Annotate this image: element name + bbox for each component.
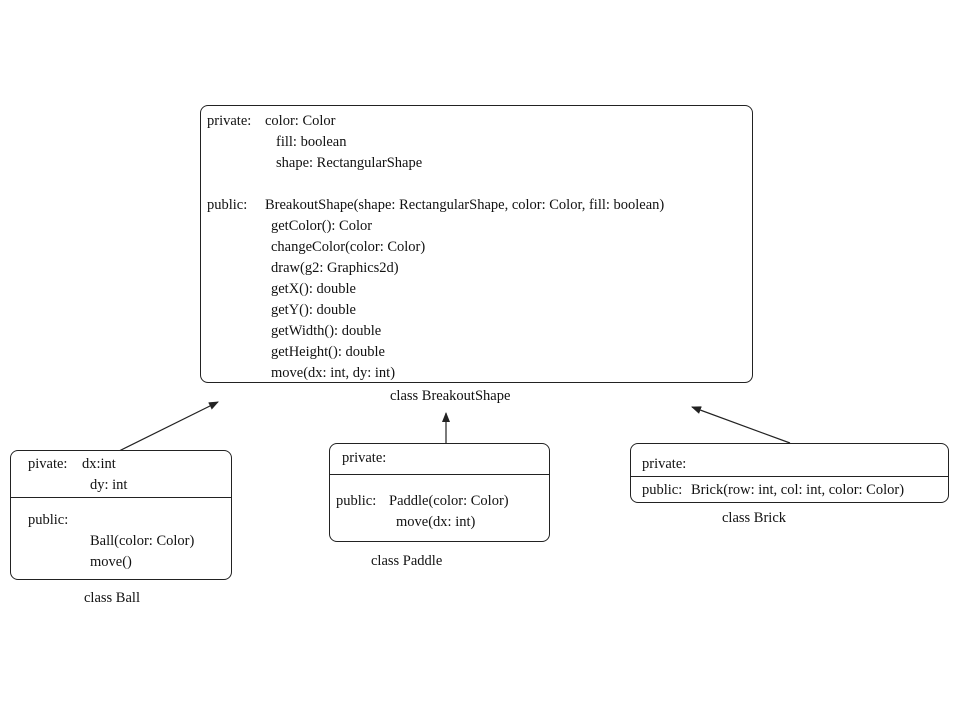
paddle-section-divider <box>330 474 549 475</box>
ball-inherits-arrow <box>116 401 219 453</box>
breakout-method-getwidth: getWidth(): double <box>271 323 382 339</box>
ball-section-divider <box>11 497 231 498</box>
class-box-ball: pivate: dx:int dy: int public: Ball(colo… <box>10 450 232 580</box>
ball-field-dy: dy: int <box>90 477 128 493</box>
caption-paddle: class Paddle <box>371 553 443 569</box>
caption-breakoutshape: class BreakoutShape <box>390 388 511 404</box>
class-box-paddle: private: public: Paddle(color: Color) mo… <box>329 443 550 542</box>
paddle-method-constructor: Paddle(color: Color) <box>389 493 509 509</box>
breakout-private-label: private: <box>207 113 252 129</box>
breakout-method-draw: draw(g2: Graphics2d) <box>271 260 399 276</box>
caption-ball: class Ball <box>84 590 140 606</box>
breakout-method-getcolor: getColor(): Color <box>271 218 373 234</box>
breakout-method-constructor: BreakoutShape(shape: RectangularShape, c… <box>265 197 665 213</box>
brick-section-divider <box>631 476 948 477</box>
ball-private-label: pivate: <box>28 456 68 472</box>
ball-method-constructor: Ball(color: Color) <box>90 533 195 549</box>
paddle-private-label: private: <box>342 450 387 466</box>
brick-public-label: public: <box>642 482 683 498</box>
brick-method-constructor: Brick(row: int, col: int, color: Color) <box>691 482 905 498</box>
paddle-public-label: public: <box>336 493 377 509</box>
brick-inherits-arrow <box>691 406 791 444</box>
brick-private-label: private: <box>642 456 687 472</box>
breakout-method-changecolor: changeColor(color: Color) <box>271 239 426 255</box>
class-box-brick: private: public: Brick(row: int, col: in… <box>630 443 949 503</box>
breakout-field-shape: shape: RectangularShape <box>276 155 423 171</box>
ball-method-move: move() <box>90 554 132 570</box>
breakout-public-label: public: <box>207 197 248 213</box>
caption-brick: class Brick <box>722 510 787 526</box>
breakout-field-fill: fill: boolean <box>276 134 347 150</box>
breakout-method-getheight: getHeight(): double <box>271 344 385 360</box>
class-box-breakoutshape: private: color: Color fill: boolean shap… <box>200 105 753 383</box>
ball-public-label: public: <box>28 512 69 528</box>
breakout-field-color: color: Color <box>265 113 336 129</box>
breakout-method-gety: getY(): double <box>271 302 356 318</box>
breakout-method-move: move(dx: int, dy: int) <box>271 365 396 381</box>
ball-field-dx: dx:int <box>82 456 116 472</box>
paddle-method-move: move(dx: int) <box>396 514 476 530</box>
breakout-method-getx: getX(): double <box>271 281 356 297</box>
